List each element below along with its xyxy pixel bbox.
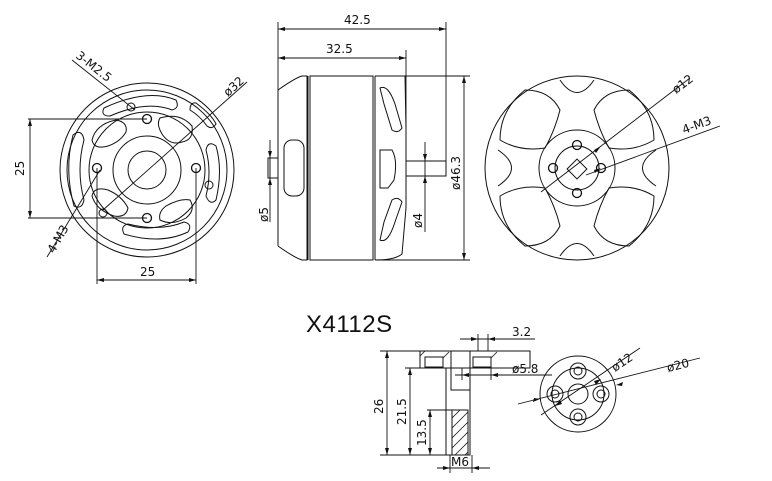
label-thread: M6 xyxy=(451,455,469,469)
label-shaft-diameter: ø4 xyxy=(411,213,425,228)
label-body-diameter: ø46.3 xyxy=(449,156,463,190)
label-horizontal-25: 25 xyxy=(140,265,155,279)
label-bolt-circle-32: ø32 xyxy=(221,74,247,100)
label-thread-height: 13.5 xyxy=(415,419,429,446)
label-bore-diameter: ø5.8 xyxy=(512,362,538,376)
label-4-m3-rear: 4-M3 xyxy=(44,223,71,256)
label-overall-length: 42.5 xyxy=(344,13,371,27)
prop-adapter-section: 3.2 ø5.8 26 21.5 13.5 M6 xyxy=(372,325,552,473)
label-body-length: 32.5 xyxy=(326,42,353,56)
label-mid-height: 21.5 xyxy=(395,398,409,425)
model-title: X4112S xyxy=(306,311,393,338)
label-vertical-25: 25 xyxy=(13,161,27,176)
prop-adapter-top: ø12 ø20 xyxy=(517,347,701,433)
label-rear-shaft-diameter: ø5 xyxy=(257,207,271,222)
label-3-m2-5: 3-M2.5 xyxy=(73,48,114,85)
front-view: ø12 4-M3 xyxy=(484,72,721,261)
label-total-height: 26 xyxy=(372,399,386,414)
rear-view: 3-M2.5 ø32 4-M3 25 25 xyxy=(13,48,248,284)
label-adapter-outer-diameter: ø20 xyxy=(665,356,690,375)
side-view: 42.5 32.5 ø46.3 ø4 ø5 xyxy=(257,13,470,261)
label-front-bolt-circle: ø12 xyxy=(669,72,695,97)
label-flange-hole-width: 3.2 xyxy=(512,325,531,339)
label-4-m3-front: 4-M3 xyxy=(680,113,713,136)
